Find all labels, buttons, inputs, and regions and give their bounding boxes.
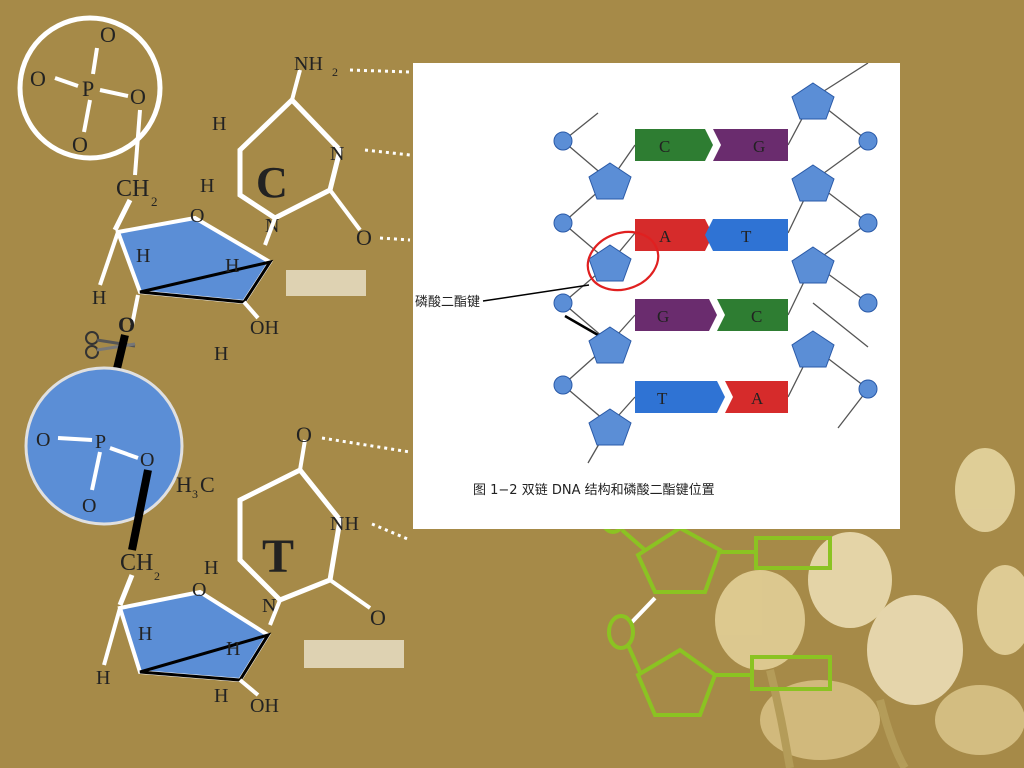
label: H [225,255,239,277]
h3c-c: C [200,472,215,497]
base-label: C [659,137,670,156]
ch2-top-subscript: 2 [151,194,158,209]
label: OH [250,317,279,339]
ch2-bottom-label: CH [120,550,153,576]
label: H [92,287,106,309]
base-c-letter: C [256,158,288,207]
dna-structure-panel: C G A T G C T A 磷酸二酯键 图 1−2 双链 DNA 结构和磷酸… [413,63,900,529]
smudge-label [304,640,404,668]
base-label: C [751,307,762,326]
label: O [100,22,116,47]
hydrogen-bonds-bottom [321,436,411,542]
label: H [136,245,150,267]
label: P [82,76,94,101]
label: O [370,605,386,630]
phosphates-left [553,131,573,395]
label: NH [330,513,359,535]
base-c: NH 2 N N O H H C [200,53,372,250]
bond-pointer [482,284,590,302]
hydrogen-bonds-top [349,68,411,242]
label: N [262,595,276,617]
base-t: O NH N O H T [204,422,386,630]
ch2-bottom-subscript: 2 [154,569,160,583]
scissors-icon [85,331,136,359]
phosphates-right [858,131,878,399]
label: N [330,143,344,165]
base-pair-4: T A [635,381,788,413]
outline-base-bottom [750,655,832,691]
label: H [204,557,218,579]
base-label: T [741,227,752,246]
label: O [82,495,96,517]
base-label: G [657,307,669,326]
label: O [30,66,46,91]
outline-base-top [754,536,832,570]
label: P [95,431,106,453]
label: OH [250,695,279,717]
label: H [96,667,110,689]
label: 2 [332,65,338,79]
base-t-letter: T [262,530,294,583]
bridge-o-label: O [118,312,135,337]
base-label: A [751,389,764,408]
base-label: T [657,389,668,408]
h3c-h: H [176,472,192,497]
label: H [200,175,214,197]
phosphate-bottom: O P O O [24,366,184,526]
figure-caption: 图 1−2 双链 DNA 结构和磷酸二酯键位置 [473,483,715,498]
outline-phosphate-bottom [607,614,635,650]
base-label: A [659,227,672,246]
base-pair-1: C G [635,129,788,161]
label: O [296,422,312,447]
base-pair-2: A T [635,219,788,251]
bond-label: 磷酸二酯键 [415,295,480,310]
label: H [214,343,228,365]
base-label: G [753,137,765,156]
outline-sugar-top [635,525,723,594]
label: H [212,113,226,135]
label: O [140,449,154,471]
sugars-right [791,82,835,368]
outline-sugar-bottom [635,647,718,717]
sugar-top: O H H H OH H [92,205,279,365]
phosphate-top: O O P O O [17,15,163,176]
label: O [36,429,50,451]
label: O [190,205,204,227]
sugars-left [588,162,632,446]
base-pair-3: G C [635,299,788,331]
smudge-label [286,270,366,296]
sugar-bottom: O H H H OH H [96,579,279,717]
label: O [192,579,206,601]
ch2-top-label: CH [116,176,149,202]
label: O [72,132,88,157]
label: O [356,225,372,250]
h3c-sub: 3 [192,487,198,501]
dna-structure-figure: C G A T G C T A 磷酸二酯键 图 1−2 双链 DNA 结构和磷酸… [415,63,878,498]
label: NH [294,53,323,75]
label: H [214,685,228,707]
label: H [138,623,152,645]
label: O [130,84,146,109]
bond-highlight-ellipse [586,230,660,292]
label: H [226,638,240,660]
